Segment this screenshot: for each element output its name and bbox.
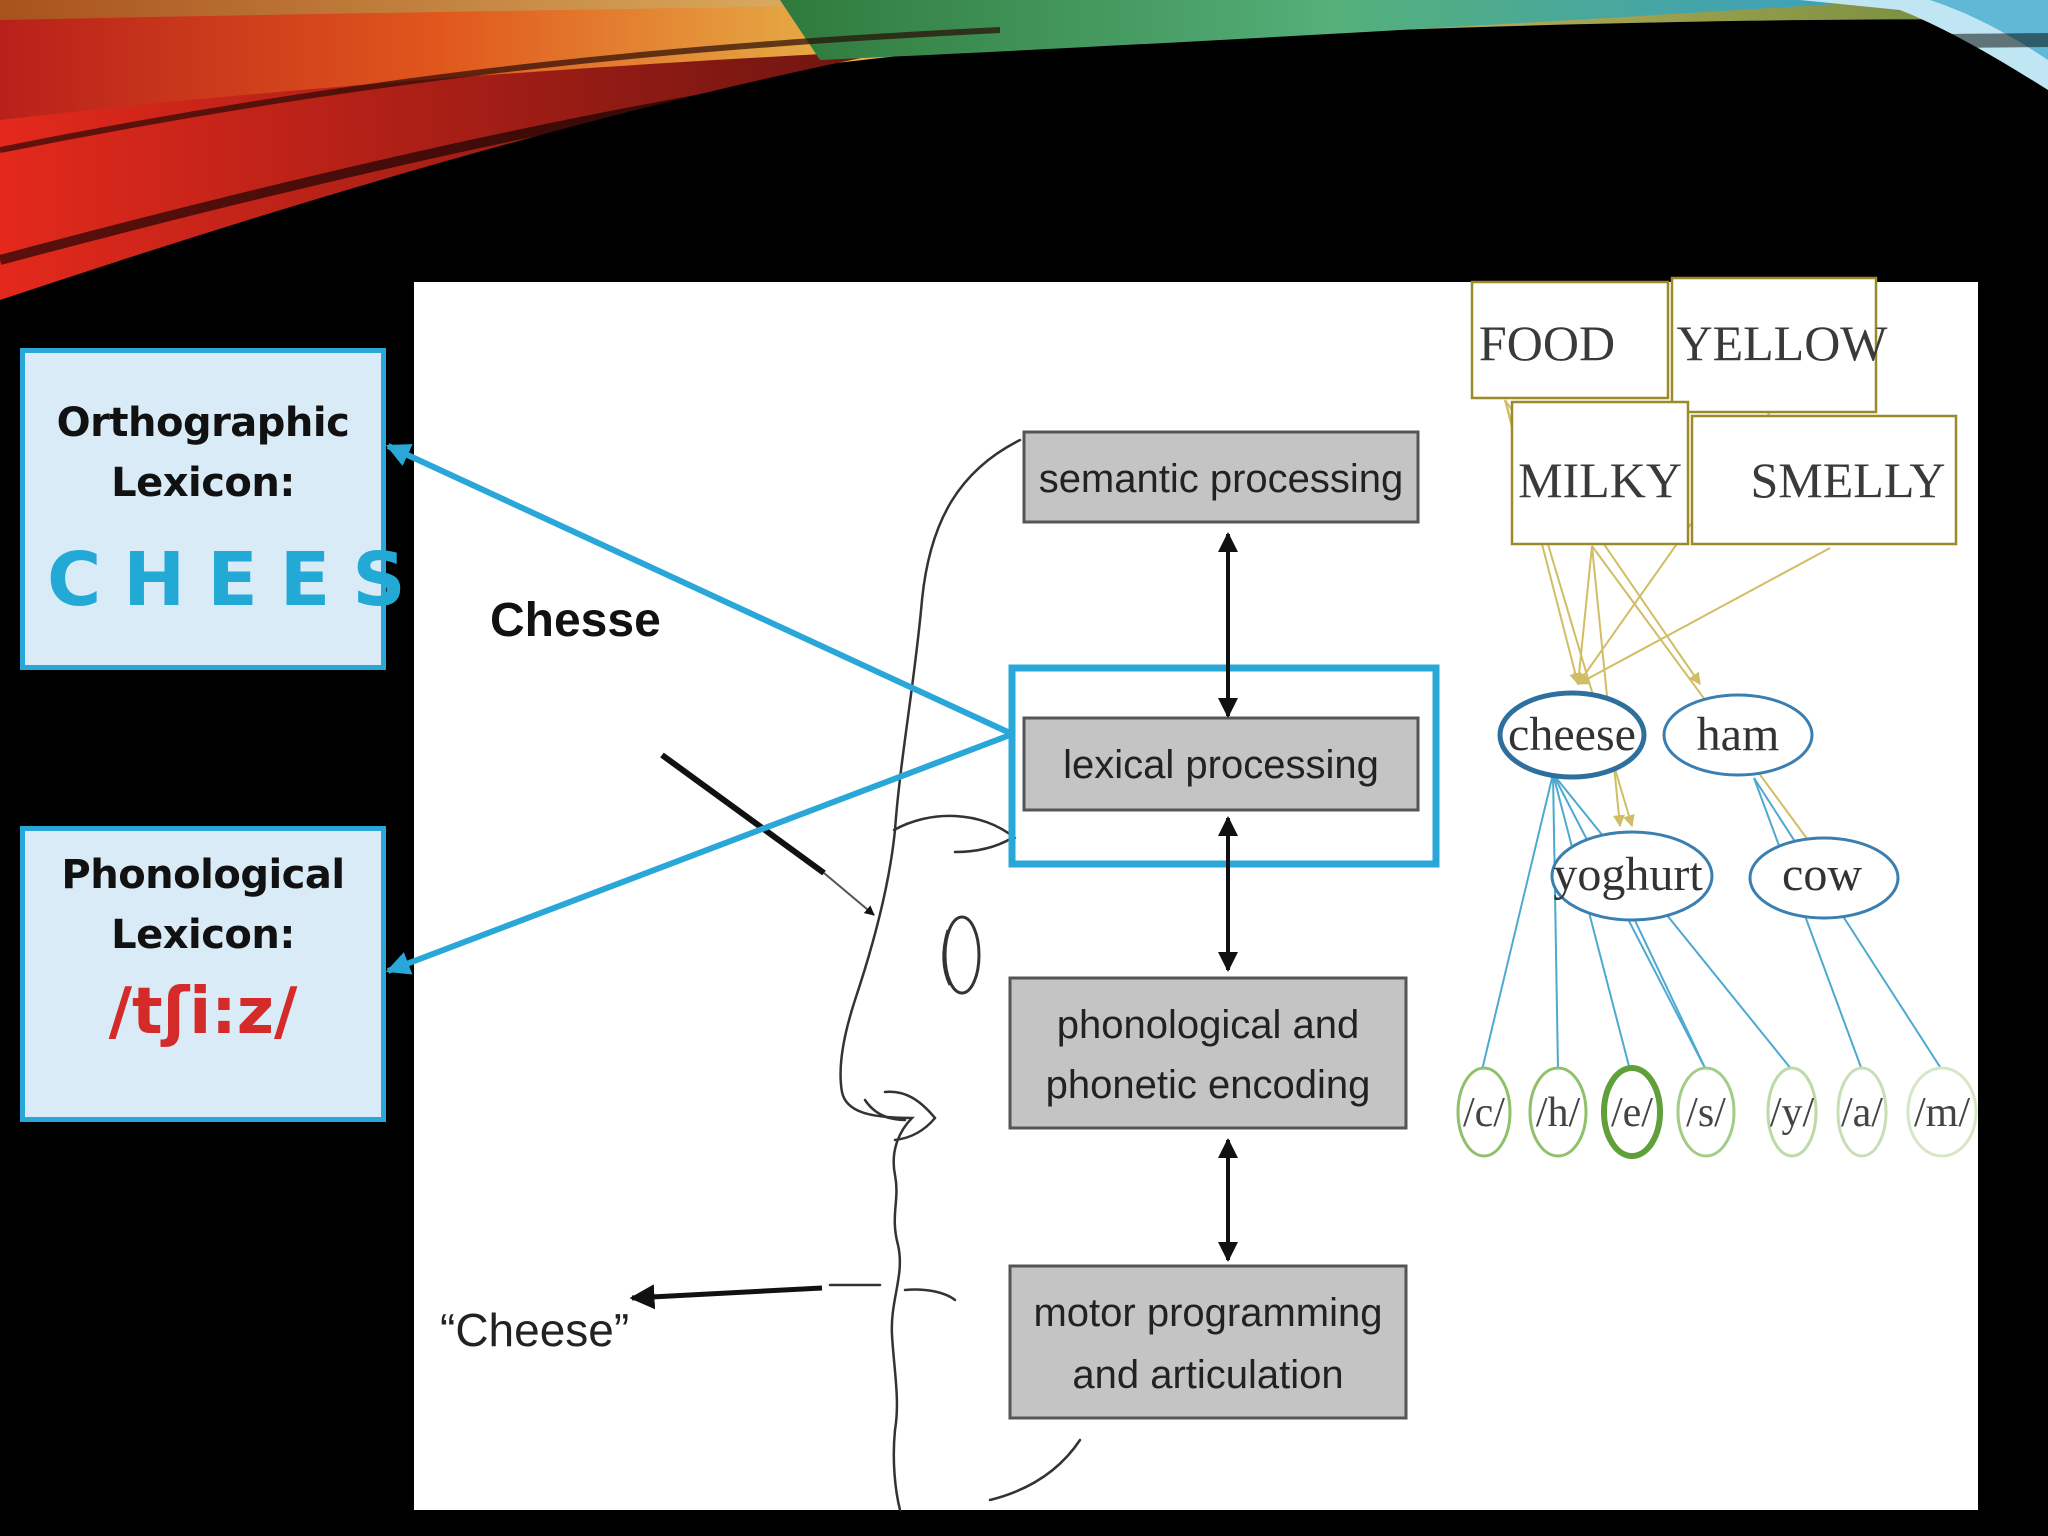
word-node-ham (1662, 693, 1814, 777)
feature-yellow-box (1670, 276, 1878, 414)
feature-smelly-box (1690, 414, 1958, 546)
lexical-processing-box (1022, 716, 1420, 812)
decorative-banner (0, 0, 2048, 300)
word-yoghurt-label: yoghurt (1553, 848, 1703, 901)
lexical-processing-label: lexical processing (1063, 743, 1379, 787)
letter-node-h (1528, 1066, 1588, 1158)
word-cheese-label: cheese (1508, 708, 1636, 761)
letter-node-y (1766, 1066, 1818, 1158)
output-word-label: “Cheese” (440, 1304, 629, 1356)
input-arrow-head (823, 872, 875, 916)
output-arrow (629, 1284, 823, 1310)
orthographic-pointer-arrow (385, 443, 1012, 736)
feature-milky-box (1510, 400, 1690, 546)
phonological-encoding-box (1008, 976, 1408, 1130)
letter-node-s (1676, 1066, 1736, 1158)
letter-s-label: /s/ (1686, 1090, 1726, 1136)
word-node-yoghurt (1550, 830, 1714, 922)
letter-links (1481, 773, 1943, 1071)
feature-yellow-label: YELLOW (1676, 315, 1888, 371)
feature-food-box (1470, 280, 1670, 400)
phonological-word: /tʃi:z/ (108, 975, 298, 1049)
letter-m-label: /m/ (1914, 1090, 1970, 1136)
feature-food-label: FOOD (1479, 315, 1615, 371)
phonological-title-line2: Lexicon: (111, 912, 295, 958)
letter-node-m (1906, 1066, 1978, 1158)
feature-milky-label: MILKY (1518, 452, 1682, 508)
word-node-cheese (1497, 690, 1647, 780)
phonological-pointer-arrow (385, 732, 1012, 975)
semantic-processing-label: semantic processing (1039, 457, 1404, 501)
input-word-label: Chesse (490, 594, 661, 647)
orthographic-title-line1: Orthographic (56, 400, 350, 446)
letter-c-label: /c/ (1463, 1090, 1505, 1136)
feature-smelly-label: SMELLY (1751, 452, 1946, 508)
semantic-processing-box (1022, 430, 1420, 524)
head-profile (828, 438, 1082, 1512)
phonological-label-line1: phonological and (1057, 1003, 1359, 1047)
input-arrow-line (660, 752, 826, 876)
phonological-label-line2: phonetic encoding (1046, 1063, 1371, 1107)
letter-node-a (1836, 1066, 1888, 1158)
motor-label-line2: and articulation (1072, 1353, 1343, 1397)
word-node-cow (1748, 836, 1900, 920)
motor-programming-box (1008, 1264, 1408, 1420)
phonological-title-line1: Phonological (61, 852, 345, 898)
pupil-mark (942, 929, 952, 986)
word-ham-label: ham (1697, 708, 1780, 761)
orthographic-title-line2: Lexicon: (111, 460, 295, 506)
letter-node-e (1601, 1065, 1663, 1159)
letter-e-label: /e/ (1611, 1090, 1653, 1136)
phonological-lexicon-box: Phonological Lexicon: /tʃi:z/ (20, 826, 386, 1122)
letter-node-c (1456, 1066, 1512, 1158)
orthographic-lexicon-box: Orthographic Lexicon: CHEESE (20, 348, 478, 670)
letter-h-label: /h/ (1536, 1090, 1581, 1136)
letter-y-label: /y/ (1770, 1090, 1815, 1136)
word-cow-label: cow (1782, 848, 1862, 901)
motor-label-line1: motor programming (1033, 1291, 1382, 1335)
letter-a-label: /a/ (1841, 1090, 1883, 1136)
